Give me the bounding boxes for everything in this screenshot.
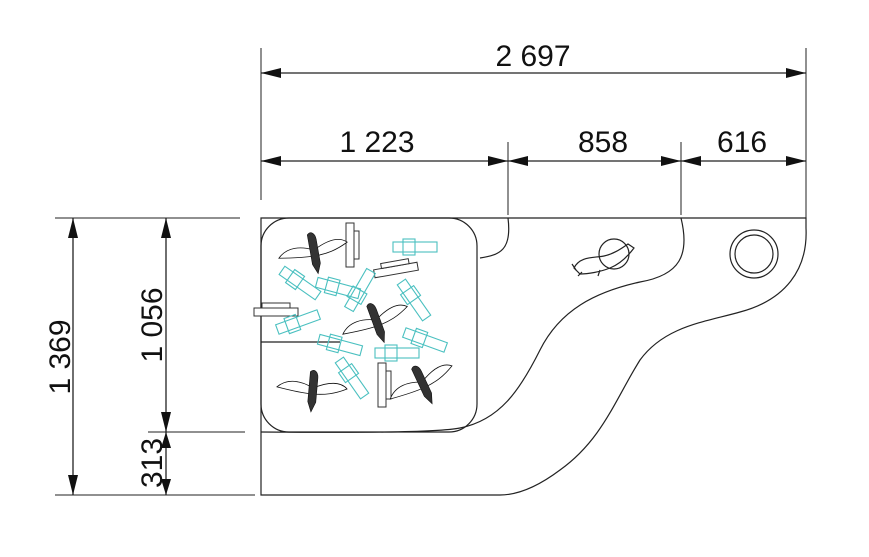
overall-width-label: 2 697	[495, 40, 570, 73]
bird-group	[276, 232, 453, 413]
overall-height-label: 1 369	[44, 319, 77, 394]
bird-icon-3	[276, 370, 348, 413]
rocking-animal-icon	[571, 238, 635, 277]
toy-1	[392, 238, 438, 256]
bench-4	[377, 362, 392, 408]
bird-icon-1	[278, 232, 348, 275]
segment-3-label: 616	[717, 126, 767, 159]
toy-8	[316, 333, 364, 357]
upper-height-label: 1 056	[136, 287, 169, 362]
toy-group	[274, 238, 449, 400]
toy-10	[334, 356, 370, 400]
segment-1-label: 1 223	[339, 126, 414, 159]
bench-3	[253, 302, 299, 317]
lower-height-label: 313	[136, 438, 169, 488]
bench-group	[253, 222, 419, 408]
drum-outer	[729, 229, 779, 279]
toy-5	[396, 278, 432, 322]
toy-7	[401, 327, 449, 353]
dimension-vertical-segments: 1 056 313	[136, 218, 245, 495]
dimension-overall-width: 2 697	[260, 40, 807, 228]
bench-1	[345, 222, 360, 268]
bird-icon-4	[389, 364, 453, 405]
toy-6	[274, 309, 322, 335]
sandbox-frame	[260, 217, 478, 433]
dimension-overall-height: 1 369	[44, 217, 255, 496]
segment-2-label: 858	[578, 126, 628, 159]
toy-9	[374, 344, 420, 362]
toy-4	[343, 267, 377, 313]
bird-icon-2	[342, 303, 408, 344]
site-outline	[260, 217, 807, 496]
dimension-segments: 1 223 858 616	[261, 126, 806, 215]
bench-2	[373, 258, 419, 279]
toy-2	[278, 265, 322, 301]
toy-3	[314, 276, 362, 300]
drum-inner	[734, 234, 774, 274]
